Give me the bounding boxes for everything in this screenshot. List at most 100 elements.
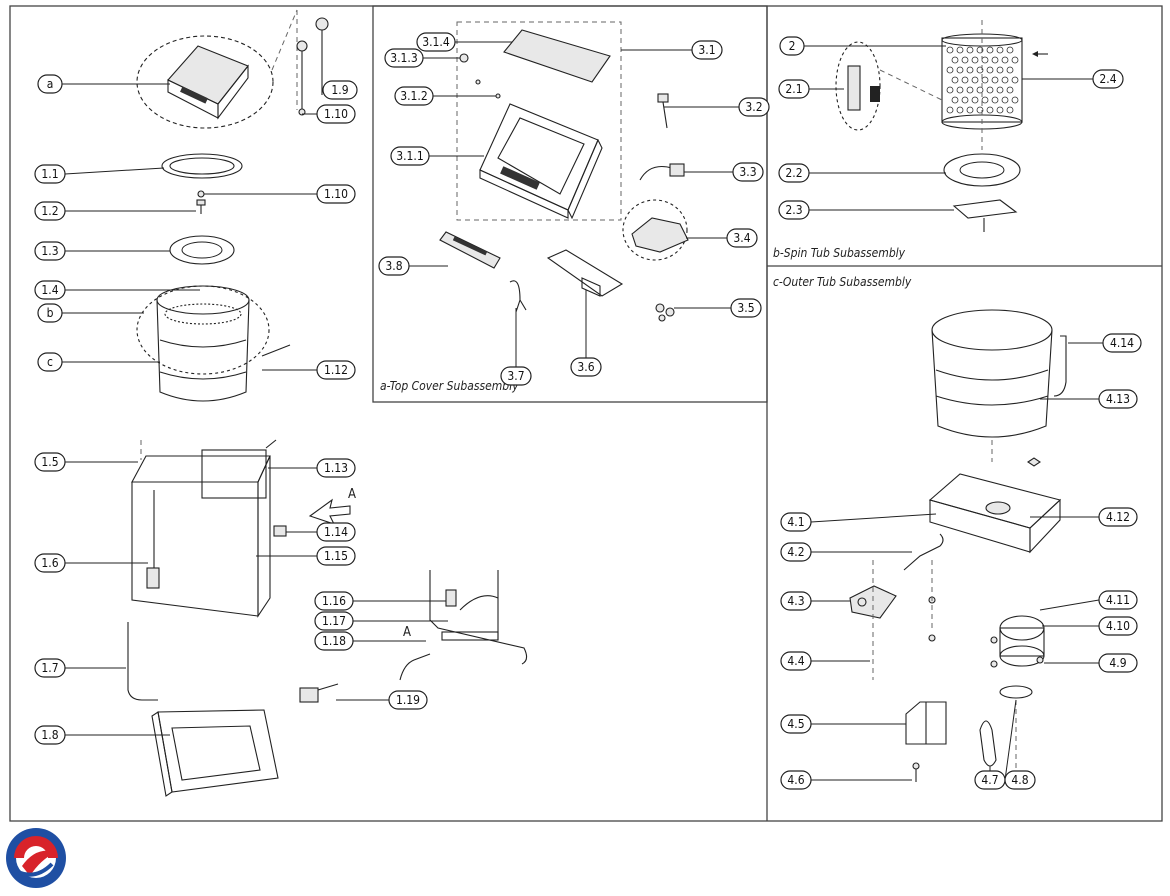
tub-hole — [966, 66, 974, 74]
tub-hole — [986, 106, 994, 114]
tub-hole — [1001, 56, 1009, 64]
lid-screw-2 — [495, 93, 501, 99]
part-number-label: 4.7 — [981, 773, 998, 787]
pulsator-screw — [196, 190, 206, 214]
callout-l-1-10: 1.10 — [302, 104, 356, 124]
tub-hole — [976, 106, 984, 114]
gearbox-base — [928, 473, 1062, 554]
label-pill — [314, 611, 354, 631]
part-number-label: 1.15 — [324, 549, 348, 563]
water-level-sensor-wire — [639, 163, 685, 181]
part-number-label: 1.17 — [322, 614, 346, 628]
tub-hole — [996, 46, 1004, 54]
part-number-label: 1.3 — [41, 244, 58, 258]
part-number-label: 4.4 — [787, 654, 804, 668]
label-pill — [726, 228, 758, 248]
callout-l-4-13: 4.13 — [1040, 389, 1138, 409]
part-number-label: 4.13 — [1106, 392, 1130, 406]
callout-l-4-12: 4.12 — [1030, 507, 1138, 527]
callout-l-4-8: 4.8 — [1004, 699, 1036, 790]
label-pill — [37, 74, 63, 94]
callout-l-b: b — [37, 303, 144, 323]
callout-l-1-19: 1.19 — [336, 690, 428, 710]
callout-l-1-17: 1.17 — [314, 611, 448, 631]
callout-l-1-4: 1.4 — [34, 280, 200, 300]
part-number-label: 3.7 — [507, 369, 524, 383]
callout-l-3-1-1: 3.1.1 — [390, 146, 484, 166]
label-pill — [34, 201, 66, 221]
callout-l-1-2: 1.2 — [34, 201, 196, 221]
control-board — [439, 231, 501, 269]
callout-l-3-7: 3.7 — [500, 308, 532, 386]
label-pill — [34, 658, 66, 678]
part-number-label: 3.8 — [385, 259, 402, 273]
label-pill — [738, 97, 770, 117]
callout-l-4-7: 4.7 — [974, 766, 1006, 790]
baffle-zoom — [835, 41, 943, 131]
callout-l-1-5: 1.5 — [34, 452, 138, 472]
label-pill — [34, 452, 66, 472]
tub-hole — [956, 66, 964, 74]
callout-l-4-11: 4.11 — [1039, 590, 1138, 611]
part-number-label: 2.3 — [785, 203, 802, 217]
callout-l-4-3: 4.3 — [780, 591, 850, 611]
part-number-label: a — [47, 77, 54, 91]
part-number-label: 1.19 — [396, 693, 420, 707]
small-clips — [655, 303, 675, 322]
tub-hole — [981, 56, 989, 64]
callout-l-2-1: 2.1 — [778, 79, 844, 99]
tub-hole — [1006, 106, 1014, 114]
callout-l-4-6: 4.6 — [780, 770, 912, 790]
label-pill — [1098, 653, 1138, 673]
tub-hole — [956, 86, 964, 94]
control-panel-zoom — [136, 9, 298, 129]
motor-pulley — [999, 685, 1033, 699]
part-number-label: 2.2 — [785, 166, 802, 180]
callout-l-3-3: 3.3 — [684, 162, 764, 182]
tub-hole — [946, 86, 954, 94]
callout-l-3-4: 3.4 — [686, 228, 758, 248]
part-number-label: 3.3 — [739, 165, 756, 179]
label-pill — [316, 546, 356, 566]
callout-l-4-5: 4.5 — [780, 714, 906, 734]
tub-hole — [991, 96, 999, 104]
tub-hole — [961, 96, 969, 104]
part-number-label: 3.1.4 — [422, 35, 450, 49]
label-pill — [780, 542, 812, 562]
tub-hole — [1006, 46, 1014, 54]
tub-hole — [1001, 76, 1009, 84]
tub-hole — [996, 66, 1004, 74]
callout-l-1-12: 1.12 — [262, 360, 356, 380]
label-pill — [34, 280, 66, 300]
label-pill — [322, 80, 358, 100]
part-number-label: 1.14 — [324, 525, 348, 539]
caption-outer-tub: c-Outer Tub Subassembly — [773, 275, 912, 289]
callout-l-c: c — [37, 352, 160, 372]
part-number-label: 1.16 — [322, 594, 346, 608]
part-number-label: 3.1.1 — [396, 149, 423, 163]
callout-l-4-14: 4.14 — [1068, 333, 1142, 353]
part-number-label: 4.10 — [1106, 619, 1130, 633]
callout-l-1-6: 1.6 — [34, 553, 148, 573]
base-frame — [151, 709, 279, 797]
tub-hole — [951, 76, 959, 84]
label-pill — [390, 146, 430, 166]
view-arrow-a: A — [348, 487, 356, 502]
drain-hose — [127, 622, 158, 701]
label-pill — [1098, 389, 1138, 409]
tub-hole — [991, 56, 999, 64]
part-number-label: 2 — [789, 39, 796, 53]
tub-hole — [1011, 56, 1019, 64]
label-pill — [1004, 770, 1036, 790]
tub-hole — [951, 56, 959, 64]
tub-hole — [996, 86, 1004, 94]
label-pill — [388, 690, 428, 710]
outer-tub — [931, 309, 1053, 467]
tub-hole — [961, 76, 969, 84]
tub-hole — [946, 66, 954, 74]
label-pill — [1098, 590, 1138, 610]
callout-l-4-4: 4.4 — [780, 651, 870, 671]
label-pill — [37, 303, 63, 323]
leader-line — [810, 513, 937, 523]
callout-l-1-8: 1.8 — [34, 725, 170, 745]
